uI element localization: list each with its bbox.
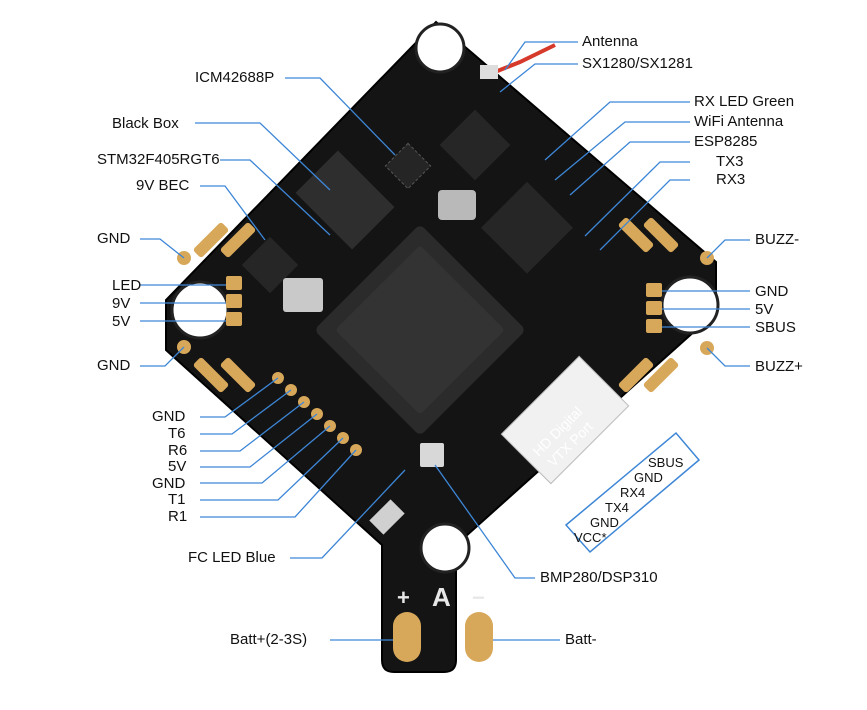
- label-buzz-minus: BUZZ-: [755, 231, 800, 248]
- esp8285-chip: [481, 181, 573, 274]
- mount-hole-top: [414, 22, 466, 74]
- label-t1: T1: [168, 491, 186, 508]
- mount-hole-left: [170, 280, 230, 340]
- vtx-pin-tx4: TX4: [605, 500, 629, 515]
- pad-batt-minus: [465, 612, 493, 662]
- baro-chip: [420, 443, 444, 467]
- silk-plus: +: [397, 585, 410, 610]
- mcu-chip: [316, 226, 524, 434]
- label-5v-right: 5V: [755, 301, 774, 318]
- label-led: LED: [112, 277, 142, 294]
- label-fc-led-blue: FC LED Blue: [188, 549, 276, 566]
- pad-9v: [226, 294, 242, 308]
- vtx-pin-vcc: VCC*: [574, 530, 607, 545]
- vtx-pin-sbus: SBUS: [648, 455, 684, 470]
- resistor-r10: [369, 499, 405, 535]
- label-tx3: TX3: [716, 153, 744, 170]
- label-rx-led-green: RX LED Green: [694, 93, 795, 110]
- label-sbus-right: SBUS: [755, 319, 796, 336]
- pad-batt-plus: [393, 612, 421, 662]
- label-icm42688p: ICM42688P: [195, 69, 275, 86]
- label-t6: T6: [168, 425, 186, 442]
- vtx-pin-gnd2: GND: [590, 515, 619, 530]
- bec-inductor: [283, 278, 323, 312]
- label-5v-b: 5V: [168, 458, 187, 475]
- antenna-wire: [494, 43, 556, 74]
- leader-lines: [140, 41, 750, 641]
- label-esp8285: ESP8285: [694, 133, 758, 150]
- label-9v: 9V: [112, 295, 131, 312]
- imu-chip: [384, 142, 432, 190]
- mount-hole-bottom: [419, 522, 471, 574]
- silk-minus: −: [472, 585, 485, 610]
- pad-5v-right: [646, 301, 662, 315]
- vtx-pin-box: [564, 431, 701, 554]
- label-sx1280: SX1280/SX1281: [582, 55, 693, 72]
- label-gnd-mid-left: GND: [97, 357, 131, 374]
- gold-slots: [193, 217, 679, 393]
- label-buzz-plus: BUZZ+: [755, 358, 803, 375]
- antenna-connector: [480, 65, 498, 79]
- label-rx3: RX3: [716, 171, 746, 188]
- pad-led: [226, 276, 242, 290]
- pad-5v-left: [226, 312, 242, 326]
- label-gnd-a: GND: [152, 408, 186, 425]
- label-gnd-top-left: GND: [97, 230, 131, 247]
- label-antenna: Antenna: [582, 33, 638, 50]
- label-batt-plus: Batt+(2-3S): [230, 631, 308, 648]
- crystal: [438, 190, 476, 220]
- label-black-box: Black Box: [112, 115, 179, 132]
- vtx-pin-gnd1: GND: [634, 470, 663, 485]
- label-r6: R6: [168, 442, 188, 459]
- pad-gnd-right: [646, 283, 662, 297]
- label-9v-bec: 9V BEC: [136, 177, 190, 194]
- label-stm32: STM32F405RGT6: [97, 151, 220, 168]
- mount-hole-right: [660, 275, 720, 335]
- label-batt-minus: Batt-: [565, 631, 597, 648]
- vtx-pin-rx4: RX4: [620, 485, 646, 500]
- label-gnd-b: GND: [152, 475, 186, 492]
- label-wifi-antenna: WiFi Antenna: [694, 113, 784, 130]
- label-r1: R1: [168, 508, 188, 525]
- label-bmp280: BMP280/DSP310: [540, 569, 658, 586]
- silk-logo: A: [432, 582, 451, 612]
- vtx-connector: [500, 355, 630, 485]
- label-gnd-right: GND: [755, 283, 789, 300]
- label-5v-left: 5V: [112, 313, 131, 330]
- pad-sbus-right: [646, 319, 662, 333]
- blackbox-chip: [295, 150, 395, 250]
